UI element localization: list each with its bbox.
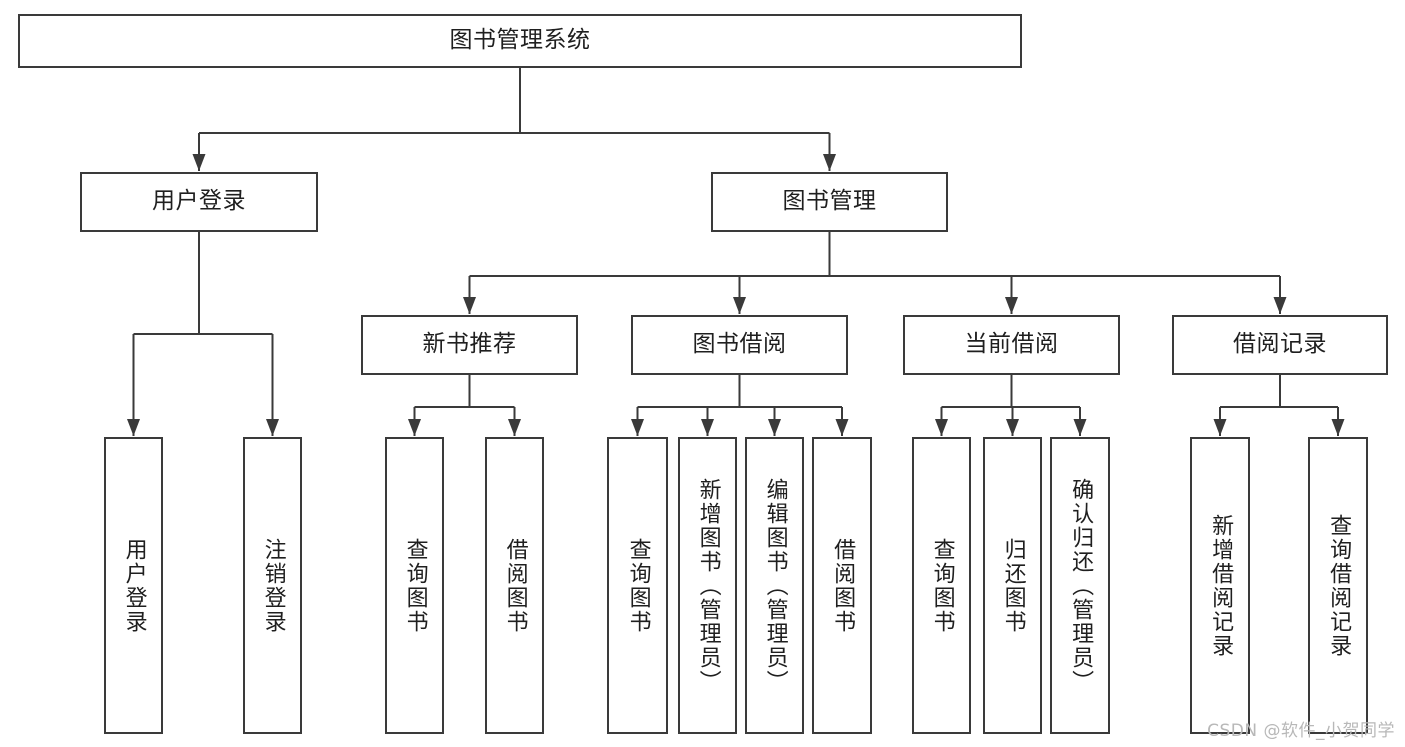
- node-label: 归还图书: [1000, 537, 1026, 634]
- node-label: 编辑图书（管理员）: [762, 477, 788, 694]
- node-label: 借阅图书: [830, 537, 856, 634]
- node-label: 图书管理系统: [449, 27, 591, 54]
- node-label: 借阅记录: [1233, 331, 1327, 358]
- node-label: 借阅图书: [502, 537, 528, 634]
- node-leaf-user-logout[interactable]: 注销登录: [243, 437, 302, 734]
- node-label: 新增图书（管理员）: [695, 477, 721, 694]
- node-label: 用户登录: [152, 188, 246, 215]
- node-leaf-borrow-book-b[interactable]: 借阅图书: [812, 437, 872, 734]
- node-label: 新增借阅记录: [1208, 513, 1234, 658]
- node-label: 图书管理: [782, 188, 877, 215]
- node-label: 查询图书: [402, 537, 428, 634]
- node-label: 确认归还（管理员）: [1068, 477, 1094, 694]
- watermark: CSDN @软件_小贺同学: [1207, 721, 1395, 741]
- node-new-book-recommend[interactable]: 新书推荐: [361, 315, 578, 375]
- node-borrow-record[interactable]: 借阅记录: [1172, 315, 1388, 375]
- node-current-borrow[interactable]: 当前借阅: [903, 315, 1120, 375]
- node-leaf-confirm-return[interactable]: 确认归还（管理员）: [1050, 437, 1110, 734]
- node-label: 当前借阅: [964, 331, 1059, 358]
- node-book-manage[interactable]: 图书管理: [711, 172, 948, 232]
- node-leaf-add-book[interactable]: 新增图书（管理员）: [678, 437, 737, 734]
- node-root[interactable]: 图书管理系统: [18, 14, 1022, 68]
- node-leaf-user-login[interactable]: 用户登录: [104, 437, 163, 734]
- node-leaf-query-record[interactable]: 查询借阅记录: [1308, 437, 1368, 734]
- node-leaf-add-record[interactable]: 新增借阅记录: [1190, 437, 1250, 734]
- node-leaf-borrow-book-a[interactable]: 借阅图书: [485, 437, 544, 734]
- node-label: 查询图书: [929, 537, 955, 634]
- node-leaf-query-book-c[interactable]: 查询图书: [912, 437, 971, 734]
- node-user-login[interactable]: 用户登录: [80, 172, 318, 232]
- node-leaf-query-book-b[interactable]: 查询图书: [607, 437, 668, 734]
- node-leaf-query-book-a[interactable]: 查询图书: [385, 437, 444, 734]
- node-label: 注销登录: [260, 537, 286, 634]
- node-leaf-return-book[interactable]: 归还图书: [983, 437, 1042, 734]
- node-book-borrow[interactable]: 图书借阅: [631, 315, 848, 375]
- node-leaf-edit-book[interactable]: 编辑图书（管理员）: [745, 437, 804, 734]
- node-label: 查询借阅记录: [1326, 513, 1352, 658]
- node-label: 用户登录: [121, 537, 147, 634]
- node-label: 新书推荐: [422, 331, 517, 358]
- node-label: 查询图书: [625, 537, 651, 634]
- node-label: 图书借阅: [692, 331, 787, 358]
